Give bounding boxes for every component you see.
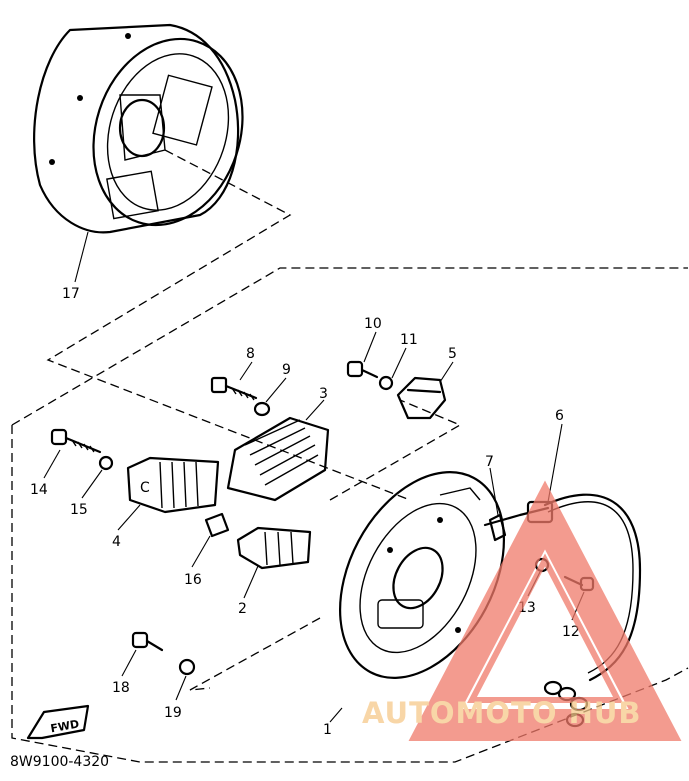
washer-19 [178, 658, 196, 676]
washer-15 [98, 455, 114, 471]
callout-1: 1 [323, 722, 332, 738]
callout-3: 3 [319, 386, 328, 402]
callout-14: 14 [30, 482, 48, 498]
washer-11 [378, 375, 394, 391]
callout-9: 9 [282, 362, 291, 378]
flywheel-rotor [33, 23, 244, 234]
fwd-arrow-icon: FWD [26, 704, 90, 740]
callout-16: 16 [184, 572, 202, 588]
collar-16 [204, 512, 230, 538]
callout-19: 19 [164, 705, 182, 721]
callout-17: 17 [62, 286, 80, 302]
bolt-14 [50, 428, 102, 454]
screw-10 [346, 360, 379, 379]
flywheel-link-line [46, 149, 411, 501]
assembly-boundary-top [11, 267, 688, 426]
callout-15: 15 [70, 502, 88, 518]
source-coil-3 [226, 416, 330, 502]
callout-4: 4 [112, 534, 121, 550]
callout-8: 8 [246, 346, 255, 362]
callout-12: 12 [562, 624, 580, 640]
coil-2 [236, 526, 312, 570]
bolt-link-line [329, 399, 462, 501]
lower-link-line [189, 617, 321, 691]
callout-10: 10 [364, 316, 382, 332]
stator-base-plate [338, 471, 506, 679]
svg-text:C: C [140, 480, 150, 496]
watermark-text: AUTOMOTO HUB [362, 696, 642, 730]
watermark-logo: AUTOMOTO HUB [362, 480, 682, 741]
screw-18 [131, 631, 164, 652]
callout-18: 18 [112, 680, 130, 696]
callout-11: 11 [400, 332, 418, 348]
bolt-8 [210, 376, 258, 401]
callout-7: 7 [485, 454, 494, 470]
coil-4: C [126, 456, 220, 514]
diagram-code: 8W9100-4320 [10, 754, 109, 770]
pickup-coil-5 [396, 376, 447, 420]
callout-6: 6 [555, 408, 564, 424]
washer-9 [253, 401, 271, 417]
fwd-label: FWD [50, 717, 81, 735]
callout-5: 5 [448, 346, 457, 362]
assembly-boundary-outline [11, 425, 689, 763]
callout-2: 2 [238, 601, 247, 617]
